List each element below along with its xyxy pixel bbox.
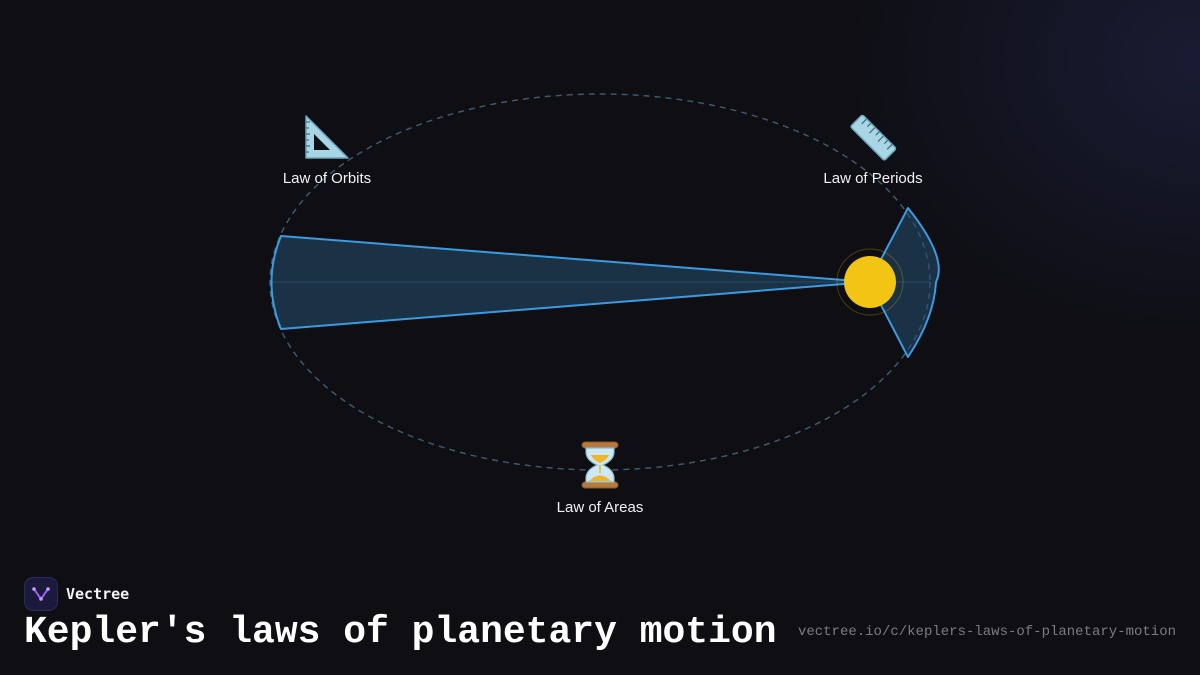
- law-of-periods-label: Law of Periods: [823, 170, 923, 187]
- aphelion-sector: [270, 235, 870, 330]
- sun-halo: [836, 248, 904, 316]
- vectree-logo-icon: [24, 577, 58, 611]
- perihelion-sector: [868, 207, 940, 358]
- triangular-ruler-icon: [305, 115, 349, 159]
- hourglass-icon: [581, 441, 619, 489]
- brand-name: Vectree: [66, 585, 130, 603]
- law-of-areas-label: Law of Areas: [556, 499, 644, 516]
- page-title: Kepler's laws of planetary motion: [24, 611, 777, 654]
- brand[interactable]: Vectree: [24, 577, 129, 611]
- law-of-orbits-label: Law of Orbits: [282, 170, 372, 187]
- straight-ruler-icon: [850, 114, 897, 161]
- source-url[interactable]: vectree.io/c/keplers-laws-of-planetary-m…: [797, 624, 1176, 640]
- sun: [844, 256, 896, 308]
